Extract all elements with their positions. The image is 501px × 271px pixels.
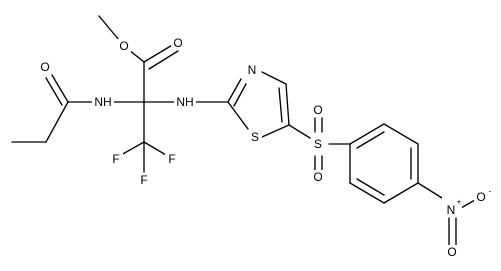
bond-cf3-f-right bbox=[143, 141, 167, 156]
atom-f-left: F bbox=[109, 152, 123, 166]
bond-nitro-o-minus bbox=[460, 199, 476, 209]
bond-n3-c4 bbox=[261, 71, 287, 85]
bond-layer bbox=[11, 15, 476, 247]
atom-charge-minus: - bbox=[489, 187, 492, 196]
atom-charge-plus: + bbox=[457, 198, 462, 207]
atom-s-thiazole: S bbox=[248, 130, 262, 144]
atom-o-amide: O bbox=[38, 60, 52, 74]
atom-o-nitro-minus: O - bbox=[474, 187, 496, 205]
atom-o-ester-carbonyl: O bbox=[171, 36, 185, 50]
atom-label-text: NH bbox=[94, 95, 111, 109]
bond-ring-inner-1 bbox=[356, 131, 385, 149]
bond-carbonyl-double-b bbox=[148, 50, 179, 70]
atom-o-sulfonyl-bottom: O bbox=[311, 170, 325, 184]
bond-ring-1-2 bbox=[349, 123, 385, 145]
bond-ring-4-5 bbox=[383, 182, 419, 204]
atom-label-text: O bbox=[313, 170, 322, 184]
atom-o-nitro-double: O bbox=[445, 245, 459, 259]
atom-label-text: O bbox=[173, 36, 182, 50]
bond-ring-inner-3 bbox=[356, 178, 385, 196]
atom-o-methoxy: O bbox=[117, 39, 131, 53]
atom-label-text: O bbox=[476, 190, 485, 204]
bond-carbonyl-double-a bbox=[143, 43, 175, 63]
bond-ring-5-6 bbox=[349, 182, 385, 204]
atom-n-nitro: N + bbox=[442, 197, 462, 217]
bond-c2-n3-a bbox=[227, 78, 242, 103]
bond-c4-c5-a bbox=[285, 83, 290, 126]
atom-label-layer: O O O NH NH N S S bbox=[38, 36, 496, 259]
bond-s1-c2 bbox=[227, 101, 249, 130]
bond-cf3-f-left bbox=[120, 141, 145, 156]
atom-label-text: S bbox=[251, 130, 259, 144]
atom-label-text: F bbox=[168, 152, 175, 166]
atom-label-text: N bbox=[248, 63, 257, 77]
atom-nh-thiazole: NH bbox=[174, 95, 196, 109]
bond-amide-c-o-b bbox=[45, 77, 63, 106]
bond-c5-s1 bbox=[261, 124, 290, 138]
bond-amide-ch2 bbox=[45, 101, 69, 143]
atom-label-text: N bbox=[447, 203, 456, 217]
atom-label-text: O bbox=[40, 60, 49, 74]
bond-ring-2-3 bbox=[383, 123, 419, 145]
bond-c4-c5-b bbox=[278, 87, 283, 123]
atom-nh-amide: NH bbox=[92, 95, 114, 109]
atom-f-right: F bbox=[165, 152, 179, 166]
bond-c2-n3-b bbox=[233, 83, 247, 107]
atom-label-text: O bbox=[313, 103, 322, 117]
atom-f-bottom: F bbox=[137, 173, 151, 187]
bond-c5-sulfonyl bbox=[288, 124, 311, 139]
atom-label-text: O bbox=[447, 245, 456, 259]
atom-label-text: O bbox=[119, 39, 128, 53]
atom-label-text: S bbox=[314, 137, 322, 151]
bond-ring-nitro bbox=[417, 182, 443, 199]
bond-amide-c-o-a bbox=[51, 74, 69, 103]
atom-label-text: F bbox=[140, 173, 147, 187]
atom-label-text: NH bbox=[176, 95, 193, 109]
atom-s-sulfonyl: S bbox=[311, 137, 325, 151]
atom-o-sulfonyl-top: O bbox=[311, 103, 325, 117]
atom-label-text: F bbox=[112, 152, 119, 166]
atom-n-thiazole: N bbox=[245, 63, 259, 77]
